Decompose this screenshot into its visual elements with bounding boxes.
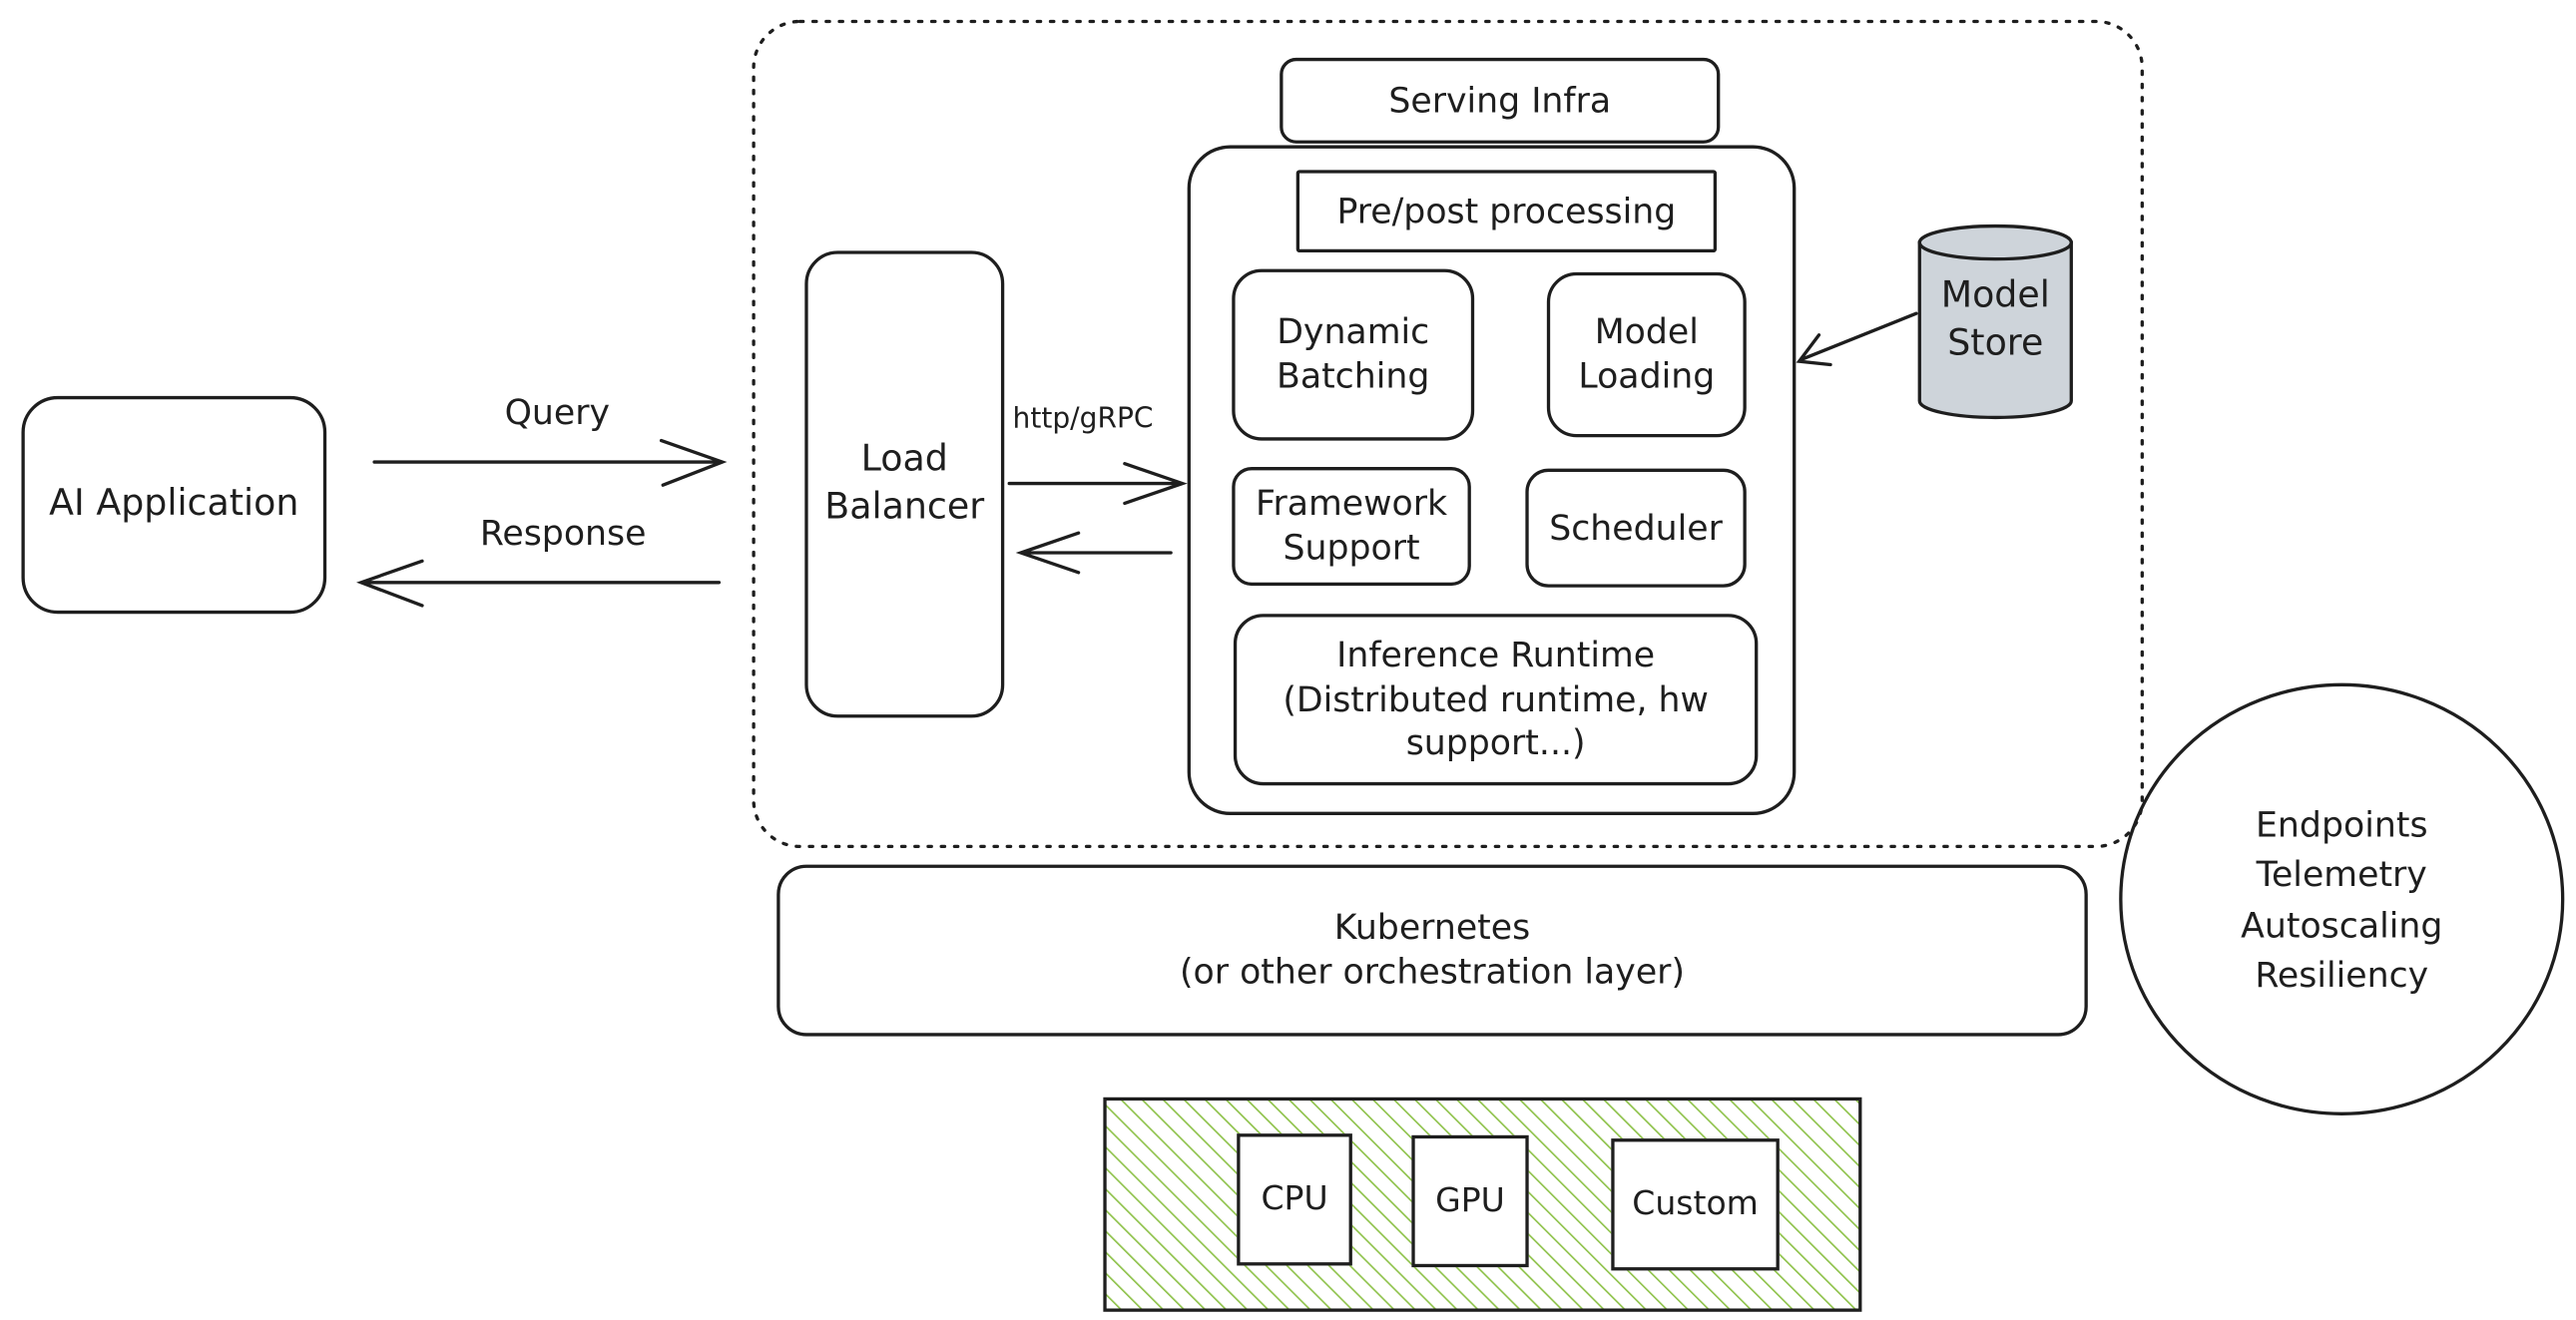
serving-boundary xyxy=(752,19,2144,849)
custom-box: Custom xyxy=(1611,1138,1780,1271)
capabilities-label: Endpoints Telemetry Autoscaling Resilien… xyxy=(2241,805,2443,996)
ai-application-label: AI Application xyxy=(49,483,299,525)
framework-support-label: Framework Support xyxy=(1256,483,1448,568)
response-label: Response xyxy=(479,513,647,554)
request-arrow xyxy=(1007,462,1188,506)
model-loading-label: Model Loading xyxy=(1578,311,1716,396)
model-loading-box: Model Loading xyxy=(1546,271,1747,438)
model-server-box xyxy=(1187,145,1797,815)
gpu-box: GPU xyxy=(1411,1134,1529,1268)
orchestration-box: Kubernetes (or other orchestration layer… xyxy=(776,864,2088,1037)
serving-infra-box: Serving Infra xyxy=(1280,57,1721,144)
model-store-arrow xyxy=(1796,311,1918,367)
load-balancer-label: Load Balancer xyxy=(824,439,985,528)
gpu-label: GPU xyxy=(1435,1179,1505,1220)
inference-runtime-box: Inference Runtime (Distributed runtime, … xyxy=(1233,614,1759,786)
dynamic-batching-label: Dynamic Batching xyxy=(1277,311,1430,396)
ai-application-box: AI Application xyxy=(21,395,327,615)
model-store-cylinder xyxy=(1917,223,2073,420)
capabilities-circle xyxy=(2119,682,2565,1115)
scheduler-label: Scheduler xyxy=(1549,507,1723,548)
response-arrow xyxy=(356,559,722,608)
orchestration-label: Kubernetes (or other orchestration layer… xyxy=(1180,907,1686,992)
query-arrow xyxy=(372,438,728,487)
framework-support-box: Framework Support xyxy=(1232,467,1471,587)
serving-infra-label: Serving Infra xyxy=(1388,80,1612,121)
load-balancer-box: Load Balancer xyxy=(804,250,1005,718)
cpu-label: CPU xyxy=(1261,1178,1328,1218)
preprocessing-label: Pre/post processing xyxy=(1336,191,1677,230)
custom-label: Custom xyxy=(1632,1183,1759,1223)
dynamic-batching-box: Dynamic Batching xyxy=(1232,268,1475,441)
preprocessing-box: Pre/post processing xyxy=(1295,170,1718,253)
scheduler-box: Scheduler xyxy=(1525,468,1747,588)
protocol-label: http/gRPC xyxy=(1012,402,1154,436)
model-store-label: Model Store xyxy=(1940,275,2050,364)
cpu-box: CPU xyxy=(1237,1133,1352,1266)
inference-runtime-label: Inference Runtime (Distributed runtime, … xyxy=(1283,635,1709,763)
query-label: Query xyxy=(504,392,611,433)
reply-arrow xyxy=(1015,531,1173,575)
